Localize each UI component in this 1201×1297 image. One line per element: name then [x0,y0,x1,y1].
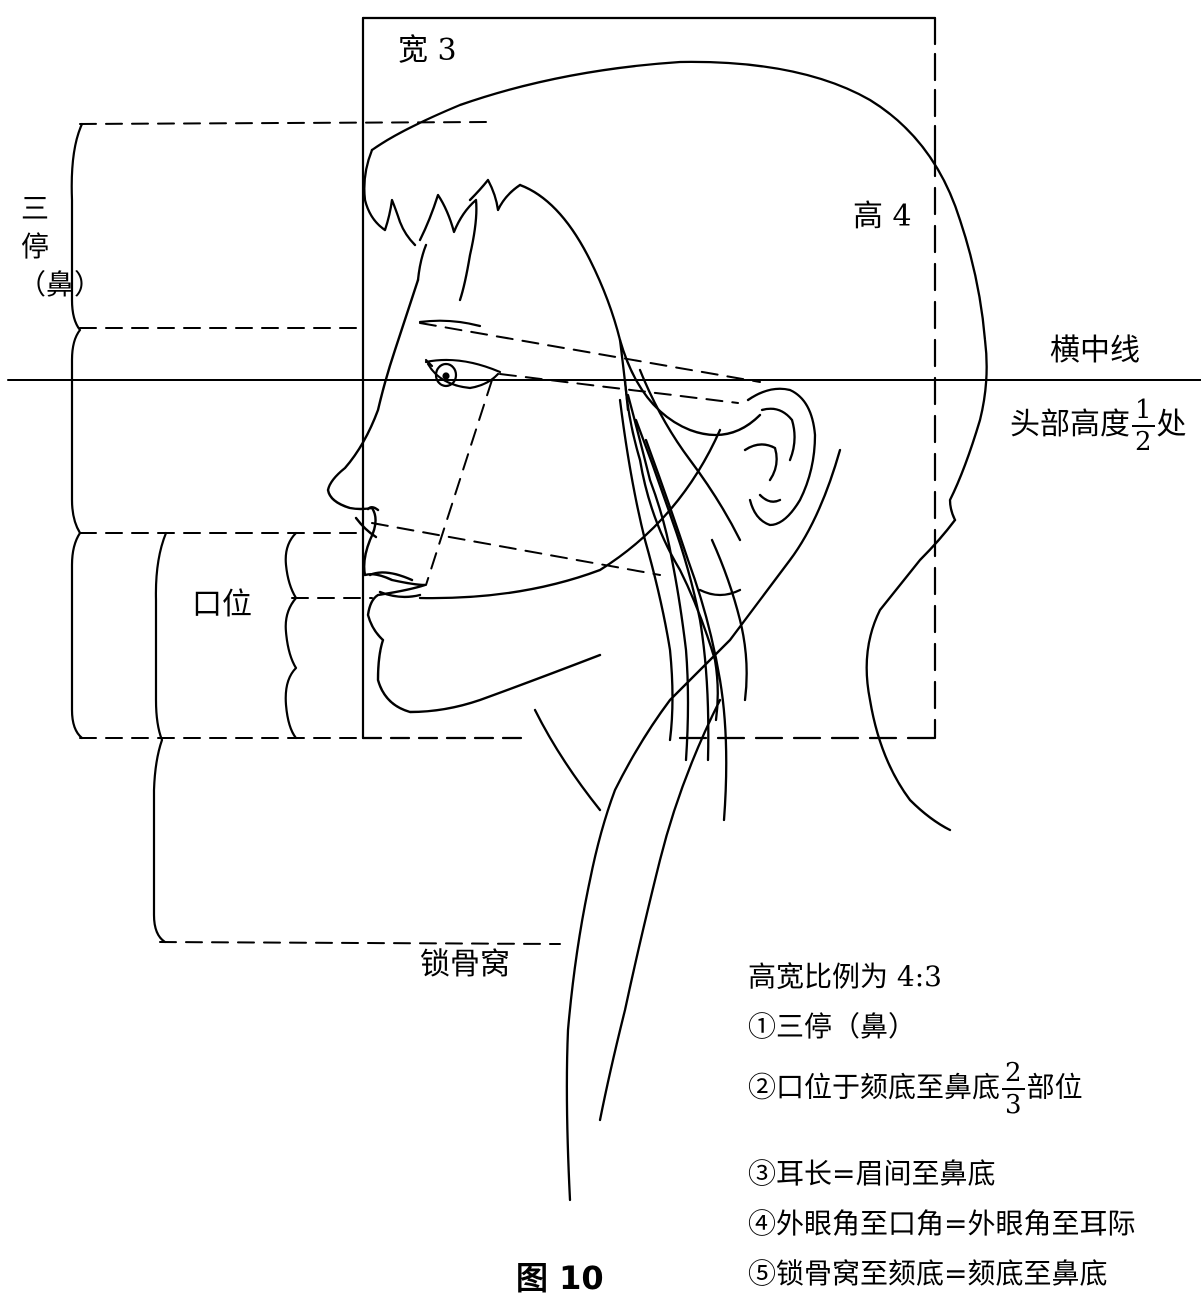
note-2-suffix: 部位 [1026,1070,1083,1104]
guide-lines [79,121,761,945]
eye [418,319,502,390]
head-half-suffix: 处 [1156,407,1187,442]
face-profile [326,278,602,714]
mouth-bracket [284,531,298,740]
note-2-numerator: 2 [1002,1060,1025,1090]
clavicle-bracket [152,531,168,944]
head-half-denominator: 2 [1135,427,1152,457]
note-5: ⑤锁骨窝至颏底=颏底至鼻底 [748,1257,1108,1290]
horizontal-midline-label: 横中线 [1050,333,1140,368]
note-2-prefix: ②口位于颏底至鼻底 [748,1070,1001,1104]
proportion-frame [361,16,937,740]
three-sections-label: 三停（鼻） [18,192,103,301]
note-1: ①三停（鼻） [748,1010,917,1043]
note-2-denominator: 3 [1005,1090,1022,1120]
note-ratio: 高宽比例为 4:3 [748,960,942,993]
mouth-position-label: 口位 [192,587,252,622]
hair [363,60,988,832]
neck [533,448,842,1202]
head-half-prefix: 头部高度 [1010,407,1130,442]
width-label: 宽 3 [398,33,457,68]
note-4: ④外眼角至口角=外眼角至耳际 [748,1207,1136,1240]
figure-caption: 图 10 [516,1259,604,1297]
ear [743,387,817,527]
three-section-bracket [70,122,84,740]
head-half-numerator: 1 [1132,397,1155,427]
note-3: ③耳长=眉间至鼻底 [748,1157,996,1190]
height-label: 高 4 [853,199,912,234]
clavicle-fossa-label: 锁骨窝 [420,947,510,982]
